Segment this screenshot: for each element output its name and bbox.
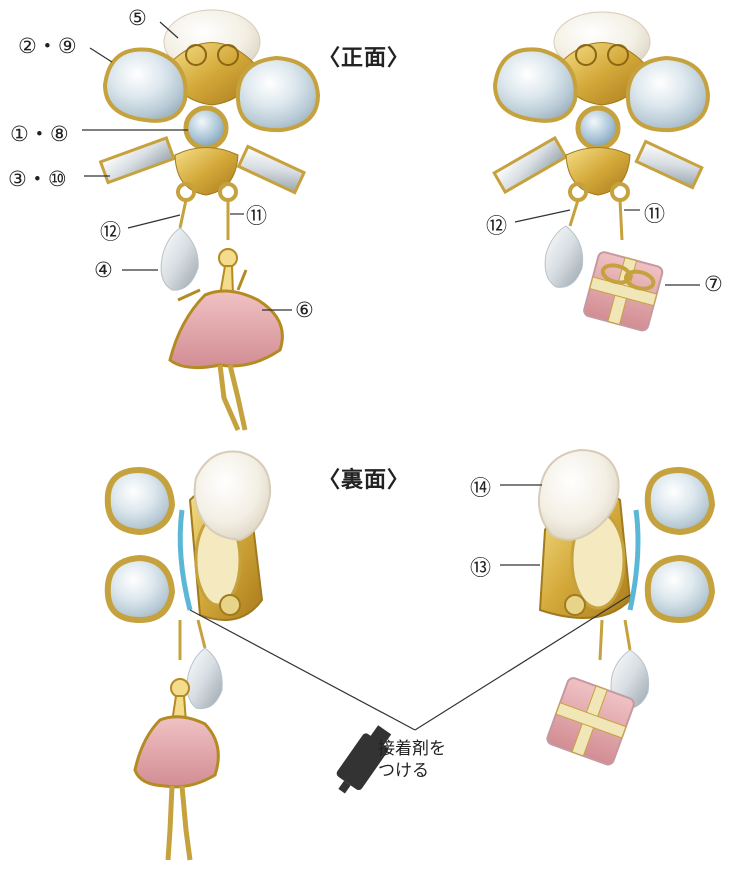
- label-14: ⑭: [470, 476, 491, 500]
- gift-box-charm: [583, 251, 664, 332]
- glue-instruction: 接着剤を つける: [378, 738, 446, 782]
- glue-tube-icon: [336, 725, 392, 794]
- leader-lines: [82, 21, 700, 731]
- label-5: ⑤: [128, 6, 147, 30]
- glue-instruction-line2: つける: [378, 761, 429, 781]
- label-12-left: ⑫: [100, 220, 121, 244]
- ballerina-charm: [168, 248, 284, 432]
- label-3-10: ③・⑩: [8, 167, 67, 191]
- glue-instruction-line1: 接着剤を: [378, 739, 446, 759]
- label-2-9: ②・⑨: [18, 34, 77, 58]
- gift-box-back: [546, 677, 635, 766]
- label-11-right: ⑪: [644, 202, 665, 226]
- label-12-right: ⑫: [486, 214, 507, 238]
- crystal-drop-left: [160, 227, 199, 291]
- filigree-bottom-left: [174, 147, 239, 196]
- front-left-earring: [98, 9, 321, 432]
- front-right-earring: [492, 11, 711, 332]
- back-view-heading: 〈裏面〉: [318, 468, 411, 493]
- baguette-right: [236, 144, 307, 195]
- label-4: ④: [94, 258, 113, 282]
- baguette-left: [98, 136, 176, 185]
- label-7: ⑦: [704, 272, 723, 296]
- label-13: ⑬: [470, 556, 491, 580]
- front-view-heading: 〈正面〉: [318, 46, 411, 71]
- silicone-cushion-right: [537, 448, 620, 541]
- crystal-drop-right: [544, 225, 584, 288]
- ballerina-back: [133, 678, 220, 861]
- round-stone-left: [183, 105, 229, 151]
- back-right-earring: [537, 448, 716, 766]
- silicone-cushion-left: [193, 450, 272, 542]
- opal-teardrop-left-b: [235, 55, 321, 133]
- label-1-8: ①・⑧: [10, 122, 69, 146]
- label-11-left: ⑪: [246, 204, 267, 228]
- label-6: ⑥: [295, 298, 314, 322]
- opal-teardrop-left-a: [102, 47, 188, 123]
- back-left-earring: [104, 450, 272, 861]
